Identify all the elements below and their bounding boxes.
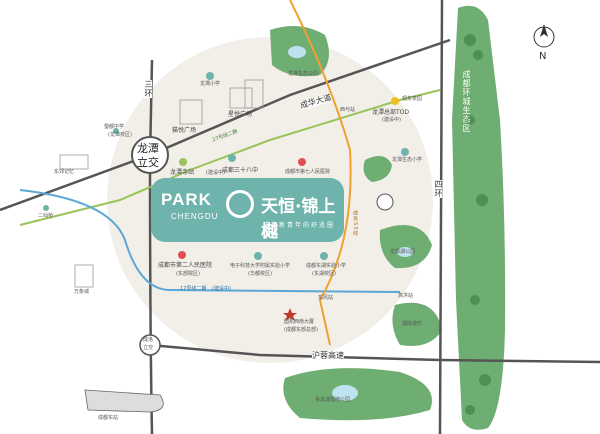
metro-label-line17: 17号线二期 — [180, 286, 207, 292]
label-dongfang-stadium: 龙潭生态小学 — [392, 157, 423, 163]
eco-belt-green-strip — [452, 5, 506, 430]
label-longtan-hq-sub: (建设中) — [382, 117, 401, 123]
banner-logo-ring-icon — [226, 190, 254, 218]
label-guokai-sub: (成都东部总部) — [284, 327, 318, 333]
label-dongfeng: 东风站 — [318, 295, 334, 301]
eco-belt-trees — [464, 34, 491, 415]
compass-icon — [533, 24, 555, 48]
label-erxian: 二仙桥 — [38, 213, 54, 219]
park-right-1 — [363, 156, 392, 182]
label-shumao-sub: (龙潭校区) — [108, 132, 132, 138]
label-longtan-station-sub: (建设中) — [206, 170, 225, 176]
park-right-2 — [379, 225, 432, 269]
label-longtan-station: 龙潭寺站 — [170, 169, 195, 176]
road-label-sihuan: 四环 — [434, 180, 443, 198]
banner-slogan: 成都新青年的舒适圈 — [263, 222, 336, 229]
lake-bottom — [332, 385, 358, 401]
label-gaohong: 高洪站 — [398, 293, 414, 299]
compass-letter: N — [539, 51, 547, 62]
label-jiuyue: 猫悦广场 — [172, 127, 197, 134]
road-label-sanhuan: 三环 — [144, 80, 153, 98]
label-hospital7: 成都市第七人民医院 — [285, 169, 331, 175]
label-longtan-hq: 龙潭总部TOD — [372, 109, 410, 116]
metro-label-line17-sub: (建设中) — [212, 286, 231, 292]
label-shumao: 蜀都中学 — [104, 124, 125, 130]
banner-chengdu: CHENGDU — [171, 212, 219, 221]
interchange-longtan-line1: 龙潭 — [137, 142, 159, 155]
label-hospital2: 成都市第二人民医院 — [158, 262, 213, 269]
lake-right-2 — [397, 247, 413, 257]
road-label-huyu: 沪蓉高速 — [312, 351, 344, 360]
label-donghu-school: 成都东湖实验小学 — [306, 263, 347, 269]
label-uestc-school: 电子科技大学附属实验小学 — [230, 263, 291, 269]
label-longtan-primary: 龙潭小学 — [200, 81, 221, 87]
interchange-chengluo-line1: 成洛 — [143, 337, 154, 343]
label-xiyu: 西与站 — [340, 107, 356, 113]
label-longtan-park: 龙潭生态公园 — [288, 71, 319, 77]
project-banner: PARK CHENGDU 天恒·锦上樾 成都新青年的舒适圈 — [151, 178, 344, 242]
interchange-longtan-marker — [131, 136, 169, 174]
metro-line17 — [19, 189, 401, 293]
banner-park: PARK — [161, 190, 212, 209]
bullet-train — [84, 389, 164, 413]
road-sihuan — [438, 0, 444, 434]
eco-belt-label: 成都环城生态区 — [462, 70, 471, 133]
banner-project-name: 天恒·锦上樾 — [261, 197, 336, 242]
label-shuiyuan: 成都东站 — [98, 415, 119, 421]
label-lakeshore: 湖岸游乐 — [402, 321, 423, 327]
label-guanggang: 观东茶园 — [402, 96, 423, 102]
park-right-3 — [392, 302, 442, 346]
interchange-longtan-line2: 立交 — [137, 156, 159, 169]
poi-markers — [43, 72, 409, 321]
label-chengdu38: 成都三十八中 — [222, 167, 259, 174]
label-uestc-school-sub: (华都校区) — [248, 271, 272, 277]
label-wandong: 万象城 — [74, 289, 90, 295]
metro-line-vertical — [289, 0, 352, 346]
label-dongshan: 东郊记忆 — [54, 169, 75, 175]
road-chenghua — [0, 38, 451, 212]
label-xingyue: 星悦广场 — [228, 111, 253, 118]
building-sketches — [59, 79, 264, 288]
lake-top — [288, 46, 306, 58]
interchange-chengluo-marker — [139, 334, 161, 356]
label-hospital2-sub: (东部院区) — [176, 271, 200, 277]
label-qingshui: 青龙湖湿地公园 — [315, 397, 351, 403]
metro-label-vertical: 成资S3线 — [352, 210, 358, 237]
label-donghu-school-sub: (东湖校区) — [312, 271, 336, 277]
label-guokai: 国机西南大厦 — [284, 319, 315, 325]
road-huyu — [149, 343, 600, 364]
label-shuangshui: 龙潭湖公园 — [390, 249, 416, 255]
interchange-chengluo-line2: 立交 — [143, 345, 154, 351]
